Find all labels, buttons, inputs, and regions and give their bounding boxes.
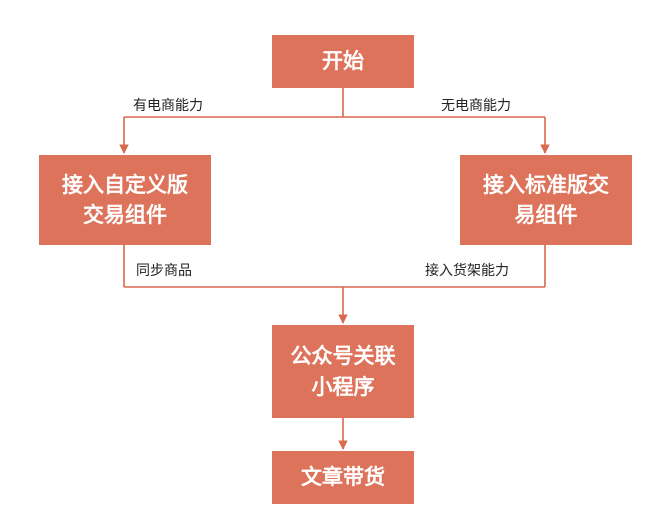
node-custom-trade-component: 接入自定义版 交易组件 [39,155,211,245]
edge-label-no-ecommerce: 无电商能力 [441,98,511,114]
edge-label-shelf-ability: 接入货架能力 [425,263,509,279]
node-article-sales: 文章带货 [272,451,414,504]
edge-label-sync-goods: 同步商品 [136,263,192,279]
node-link-mini-program: 公众号关联 小程序 [272,325,414,418]
node-standard-trade-component: 接入标准版交 易组件 [460,155,632,245]
node-start: 开始 [272,35,414,88]
edge-label-has-ecommerce: 有电商能力 [133,98,203,114]
